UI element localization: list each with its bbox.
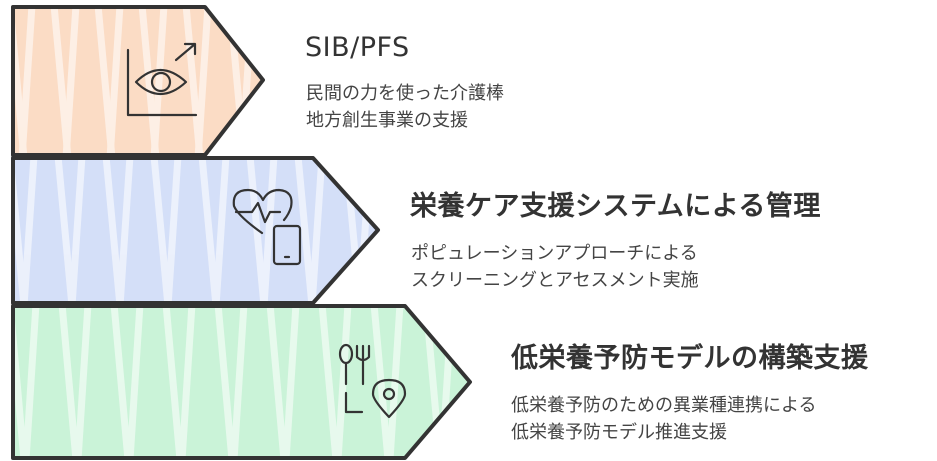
hatch-stroke bbox=[266, 306, 288, 458]
hatch-stroke bbox=[150, 7, 168, 155]
item-1-desc-line-1: 民間の力を使った介護棒 bbox=[306, 83, 504, 104]
hatch-stroke bbox=[194, 7, 212, 155]
hatch-stroke bbox=[238, 7, 256, 155]
hatch-stroke bbox=[62, 7, 80, 155]
hatch-stroke bbox=[68, 158, 86, 303]
hatch-stroke bbox=[110, 306, 132, 458]
hatch-stroke bbox=[178, 306, 196, 458]
hatch-stroke bbox=[54, 158, 76, 303]
item-1-title: SIB/PFS bbox=[305, 32, 410, 63]
item-3-desc-line-2: 低栄養予防モデル推進支援 bbox=[511, 422, 727, 443]
hatch-stroke bbox=[334, 306, 352, 458]
hatch-stroke bbox=[318, 306, 340, 458]
hatch-stroke bbox=[150, 158, 172, 303]
item-2-desc: ポピュレーションアプローチによる スクリーニングとアセスメント実施 bbox=[411, 240, 699, 294]
hatch-stroke bbox=[230, 306, 248, 458]
hatch-stroke bbox=[126, 306, 144, 458]
hatch-stroke bbox=[58, 306, 80, 458]
hatch-stroke bbox=[116, 158, 134, 303]
hatch-stroke bbox=[246, 158, 268, 303]
hatch-stroke bbox=[282, 306, 300, 458]
hatch-stroke bbox=[214, 306, 236, 458]
hatch-stroke bbox=[356, 158, 374, 303]
eye-chart-icon bbox=[126, 42, 198, 117]
hatch-stroke bbox=[22, 306, 40, 458]
hatch-stroke bbox=[212, 158, 230, 303]
item-2-desc-line-1: ポピュレーションアプローチによる bbox=[411, 243, 698, 264]
item-2-title: 栄養ケア支援システムによる管理 bbox=[410, 191, 821, 222]
hatch-stroke bbox=[162, 306, 184, 458]
hatch-stroke bbox=[20, 158, 38, 303]
item-3-desc: 低栄養予防のための異業種連携による 低栄養予防モデル推進支援 bbox=[511, 392, 816, 446]
utensils-location-icon bbox=[338, 343, 407, 419]
hatch-stroke bbox=[106, 7, 124, 155]
hatch-stroke bbox=[386, 306, 404, 458]
hatch-stroke bbox=[308, 158, 326, 303]
hatch-stroke bbox=[164, 158, 182, 303]
hatch-stroke bbox=[294, 158, 316, 303]
arrow-shape-3 bbox=[11, 304, 472, 460]
item-2-desc-line-2: スクリーニングとアセスメント実施 bbox=[411, 270, 699, 291]
item-3-title: 低栄養予防モデルの構築支援 bbox=[511, 343, 869, 374]
item-1-desc-line-2: 地方創生事業の支援 bbox=[306, 110, 468, 131]
heart-tablet-icon bbox=[232, 188, 302, 266]
hatch-stroke bbox=[13, 306, 28, 458]
hatch-fill-2 bbox=[13, 158, 378, 303]
hatch-stroke bbox=[74, 306, 92, 458]
hatch-stroke bbox=[102, 158, 124, 303]
hatch-stroke bbox=[438, 306, 456, 458]
item-1-desc: 民間の力を使った介護棒 地方創生事業の支援 bbox=[306, 80, 504, 134]
hatch-fill-3 bbox=[13, 306, 470, 458]
hatch-stroke bbox=[260, 158, 278, 303]
item-3-desc-line-1: 低栄養予防のための異業種連携による bbox=[511, 395, 817, 416]
arrow-shape-2 bbox=[11, 156, 380, 305]
hatch-stroke bbox=[198, 158, 220, 303]
hatch-stroke bbox=[13, 158, 28, 303]
hatch-stroke bbox=[18, 7, 36, 155]
